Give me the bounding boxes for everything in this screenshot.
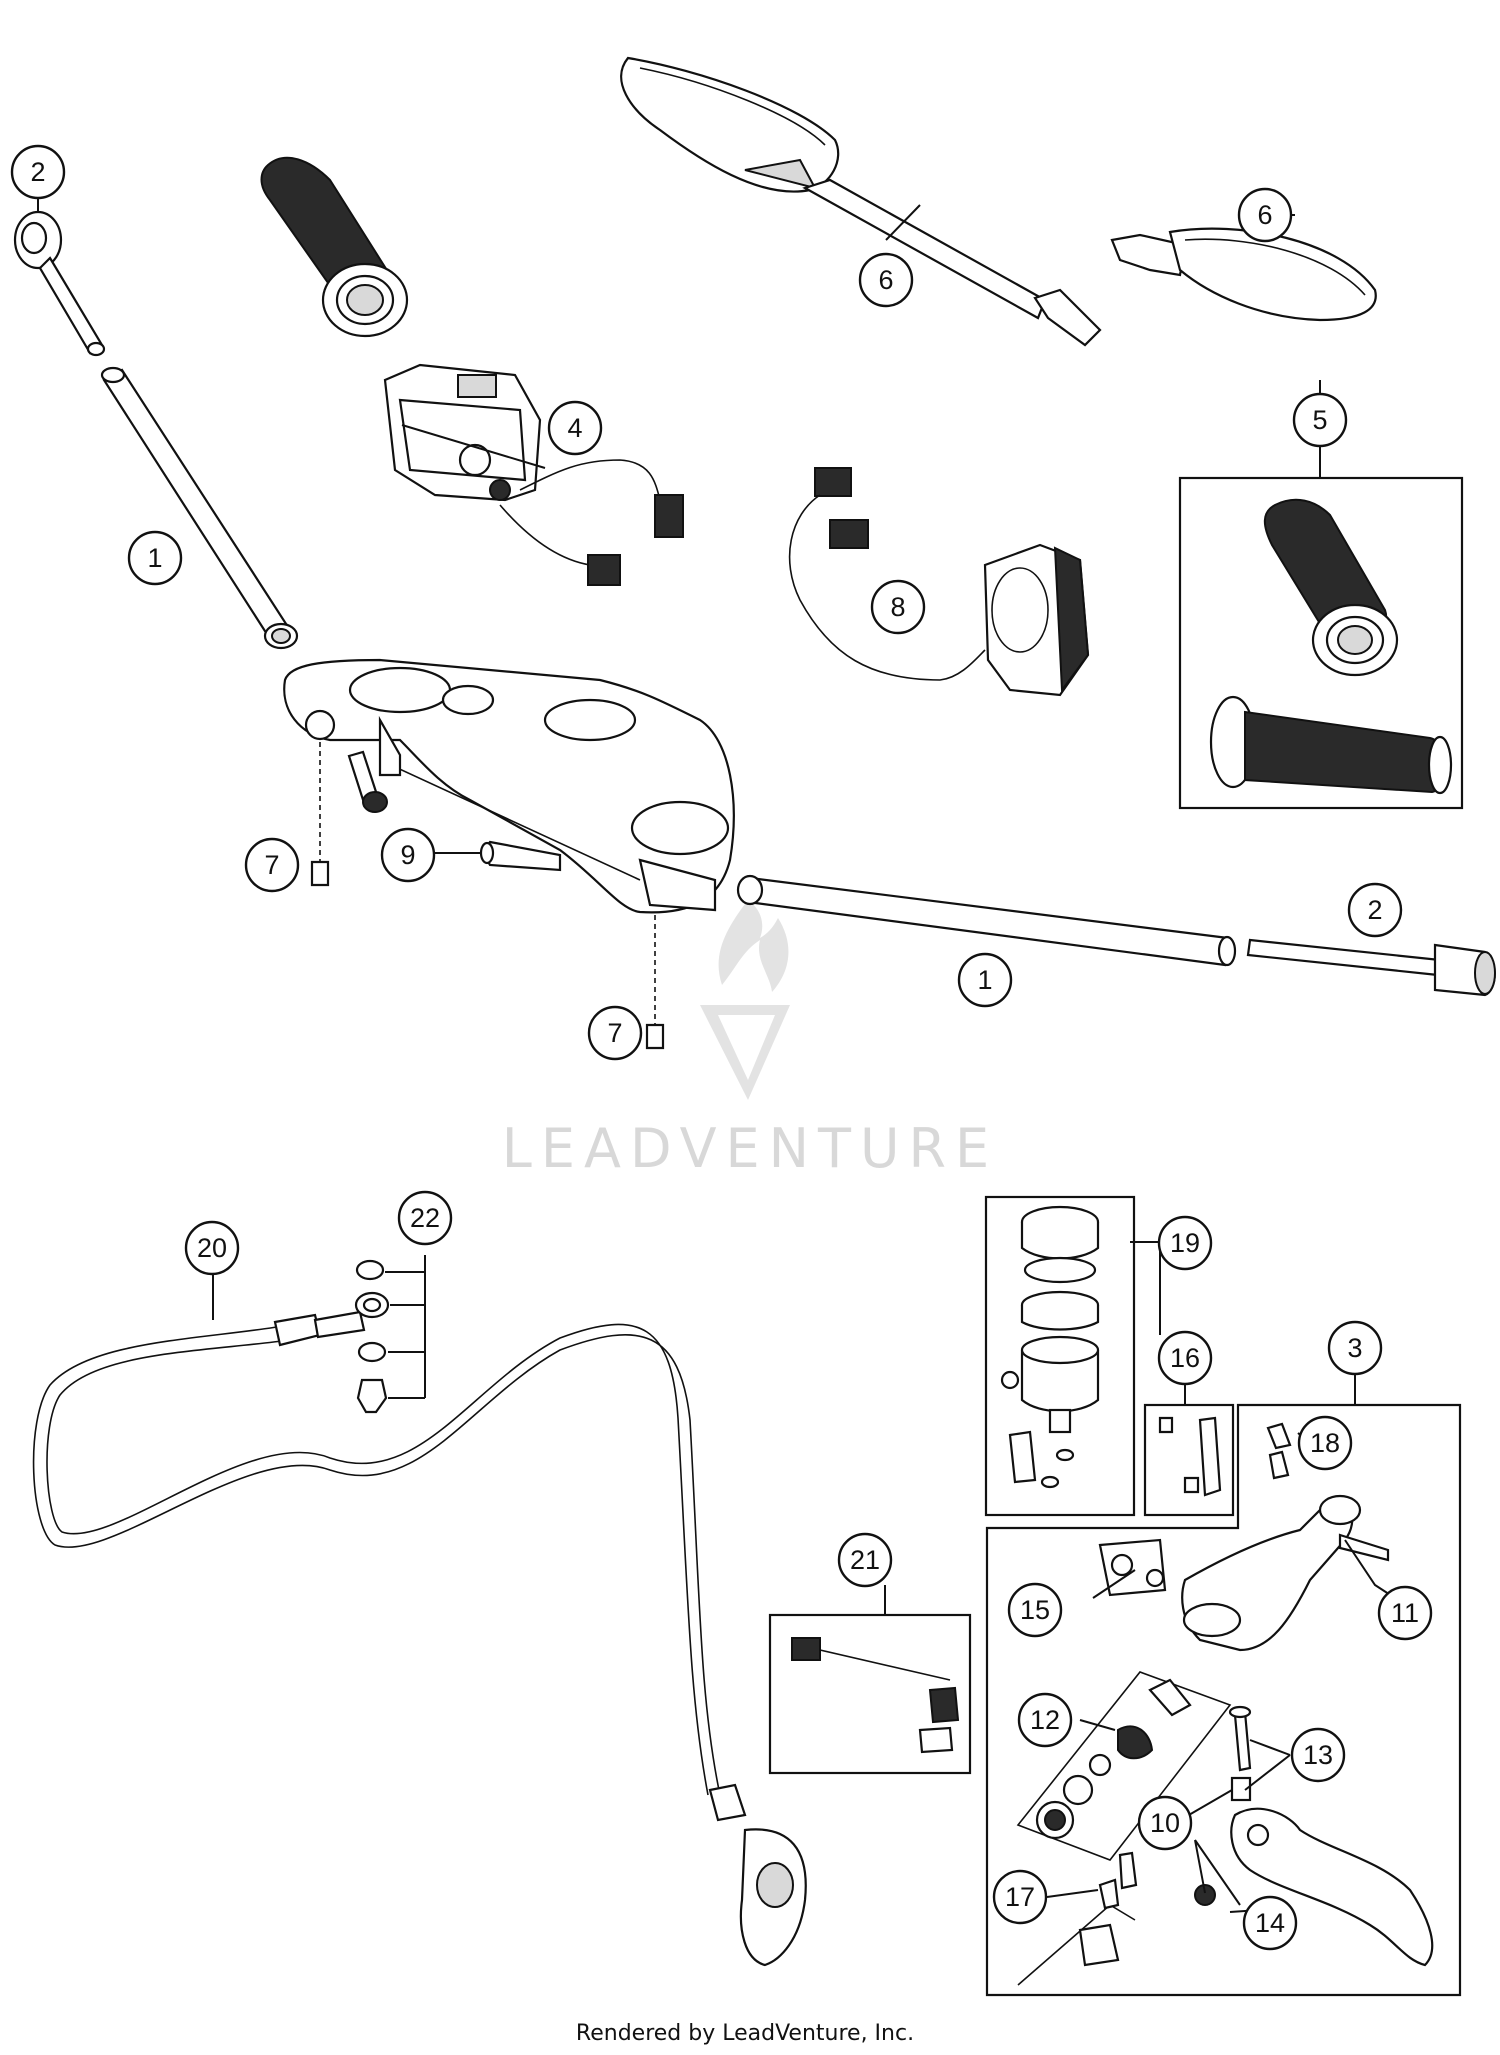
callout-1-left: 1 — [127, 530, 183, 586]
callout-10: 10 — [1137, 1795, 1193, 1851]
svg-text:6: 6 — [878, 265, 893, 295]
callout-5: 5 — [1292, 392, 1348, 448]
callout-13: 13 — [1290, 1727, 1346, 1783]
clutch-hose — [32, 1310, 807, 1967]
mirror-left — [1110, 227, 1377, 322]
svg-text:18: 18 — [1310, 1428, 1340, 1458]
callout-9: 9 — [380, 827, 436, 883]
clutch-switch-box — [768, 1613, 972, 1775]
svg-text:10: 10 — [1150, 1808, 1180, 1838]
svg-text:4: 4 — [567, 413, 582, 443]
mirror-right — [620, 56, 1102, 347]
grip-set-box — [1178, 476, 1464, 810]
callout-2-right: 2 — [1347, 882, 1403, 938]
bracket-box — [1143, 1403, 1235, 1517]
svg-text:11: 11 — [1391, 1598, 1419, 1628]
svg-text:22: 22 — [410, 1203, 440, 1233]
callout-14: 14 — [1242, 1895, 1298, 1951]
callout-11: 11 — [1377, 1585, 1433, 1641]
callout-4: 4 — [547, 400, 603, 456]
svg-text:1: 1 — [977, 965, 992, 995]
leadventure-flame-logo-icon — [700, 900, 790, 1100]
triple-clamp — [283, 658, 735, 914]
callout-6-mirror-left: 6 — [1237, 187, 1293, 243]
handlebar-tube-left — [100, 366, 299, 650]
svg-text:15: 15 — [1020, 1595, 1050, 1625]
svg-text:19: 19 — [1170, 1228, 1200, 1258]
svg-text:8: 8 — [890, 592, 905, 622]
callout-18: 18 — [1297, 1415, 1353, 1471]
bar-end-weight-right — [1246, 938, 1496, 997]
svg-text:14: 14 — [1255, 1908, 1285, 1938]
svg-text:1: 1 — [147, 543, 162, 573]
callout-15: 15 — [1007, 1582, 1063, 1638]
callout-19: 19 — [1157, 1215, 1213, 1271]
svg-text:16: 16 — [1170, 1343, 1200, 1373]
callout-17: 17 — [992, 1869, 1048, 1925]
callout-7-left: 7 — [244, 837, 300, 893]
callout-22: 22 — [397, 1190, 453, 1246]
svg-text:13: 13 — [1303, 1740, 1333, 1770]
callout-7-right: 7 — [587, 1005, 643, 1061]
callout-20: 20 — [184, 1220, 240, 1276]
svg-text:3: 3 — [1347, 1333, 1362, 1363]
watermark: LEADVENTURE — [502, 900, 998, 1180]
svg-text:7: 7 — [264, 850, 279, 880]
leader-lines — [37, 198, 1399, 1913]
svg-text:7: 7 — [607, 1018, 622, 1048]
footer-credit: Rendered by LeadVenture, Inc. — [576, 2021, 914, 2046]
reservoir-box — [984, 1195, 1136, 1517]
svg-text:6: 6 — [1257, 200, 1272, 230]
bolts — [310, 742, 665, 1050]
callout-16: 16 — [1157, 1330, 1213, 1386]
master-cylinder-box — [985, 1403, 1462, 1997]
svg-text:2: 2 — [30, 157, 45, 187]
svg-text:5: 5 — [1312, 405, 1327, 435]
callout-8: 8 — [870, 579, 926, 635]
callout-21: 21 — [837, 1532, 893, 1588]
callout-6-mirror-right: 6 — [858, 252, 914, 308]
callout-12: 12 — [1017, 1692, 1073, 1748]
switch-assembly-left — [383, 363, 684, 586]
svg-text:9: 9 — [400, 840, 415, 870]
switch-assembly-right — [788, 467, 1090, 697]
grip-throttle — [260, 156, 409, 338]
banjo-fittings — [354, 1255, 426, 1414]
svg-text:2: 2 — [1367, 895, 1382, 925]
callouts: 2 1 4 6 6 5 8 7 9 1 2 7 20 22 19 16 3 18… — [10, 144, 1433, 1951]
callout-3: 3 — [1327, 1320, 1383, 1376]
master-cylinder-parts — [1016, 1422, 1434, 1986]
svg-text:12: 12 — [1030, 1705, 1060, 1735]
handlebar-tube-right — [736, 874, 1237, 967]
svg-text:20: 20 — [197, 1233, 227, 1263]
callout-1-right: 1 — [957, 952, 1013, 1008]
callout-2-top-left: 2 — [10, 144, 66, 200]
svg-text:17: 17 — [1005, 1882, 1035, 1912]
watermark-brand-text: LEADVENTURE — [502, 1117, 998, 1180]
svg-text:21: 21 — [850, 1545, 880, 1575]
bar-end-weight-left — [13, 210, 106, 357]
